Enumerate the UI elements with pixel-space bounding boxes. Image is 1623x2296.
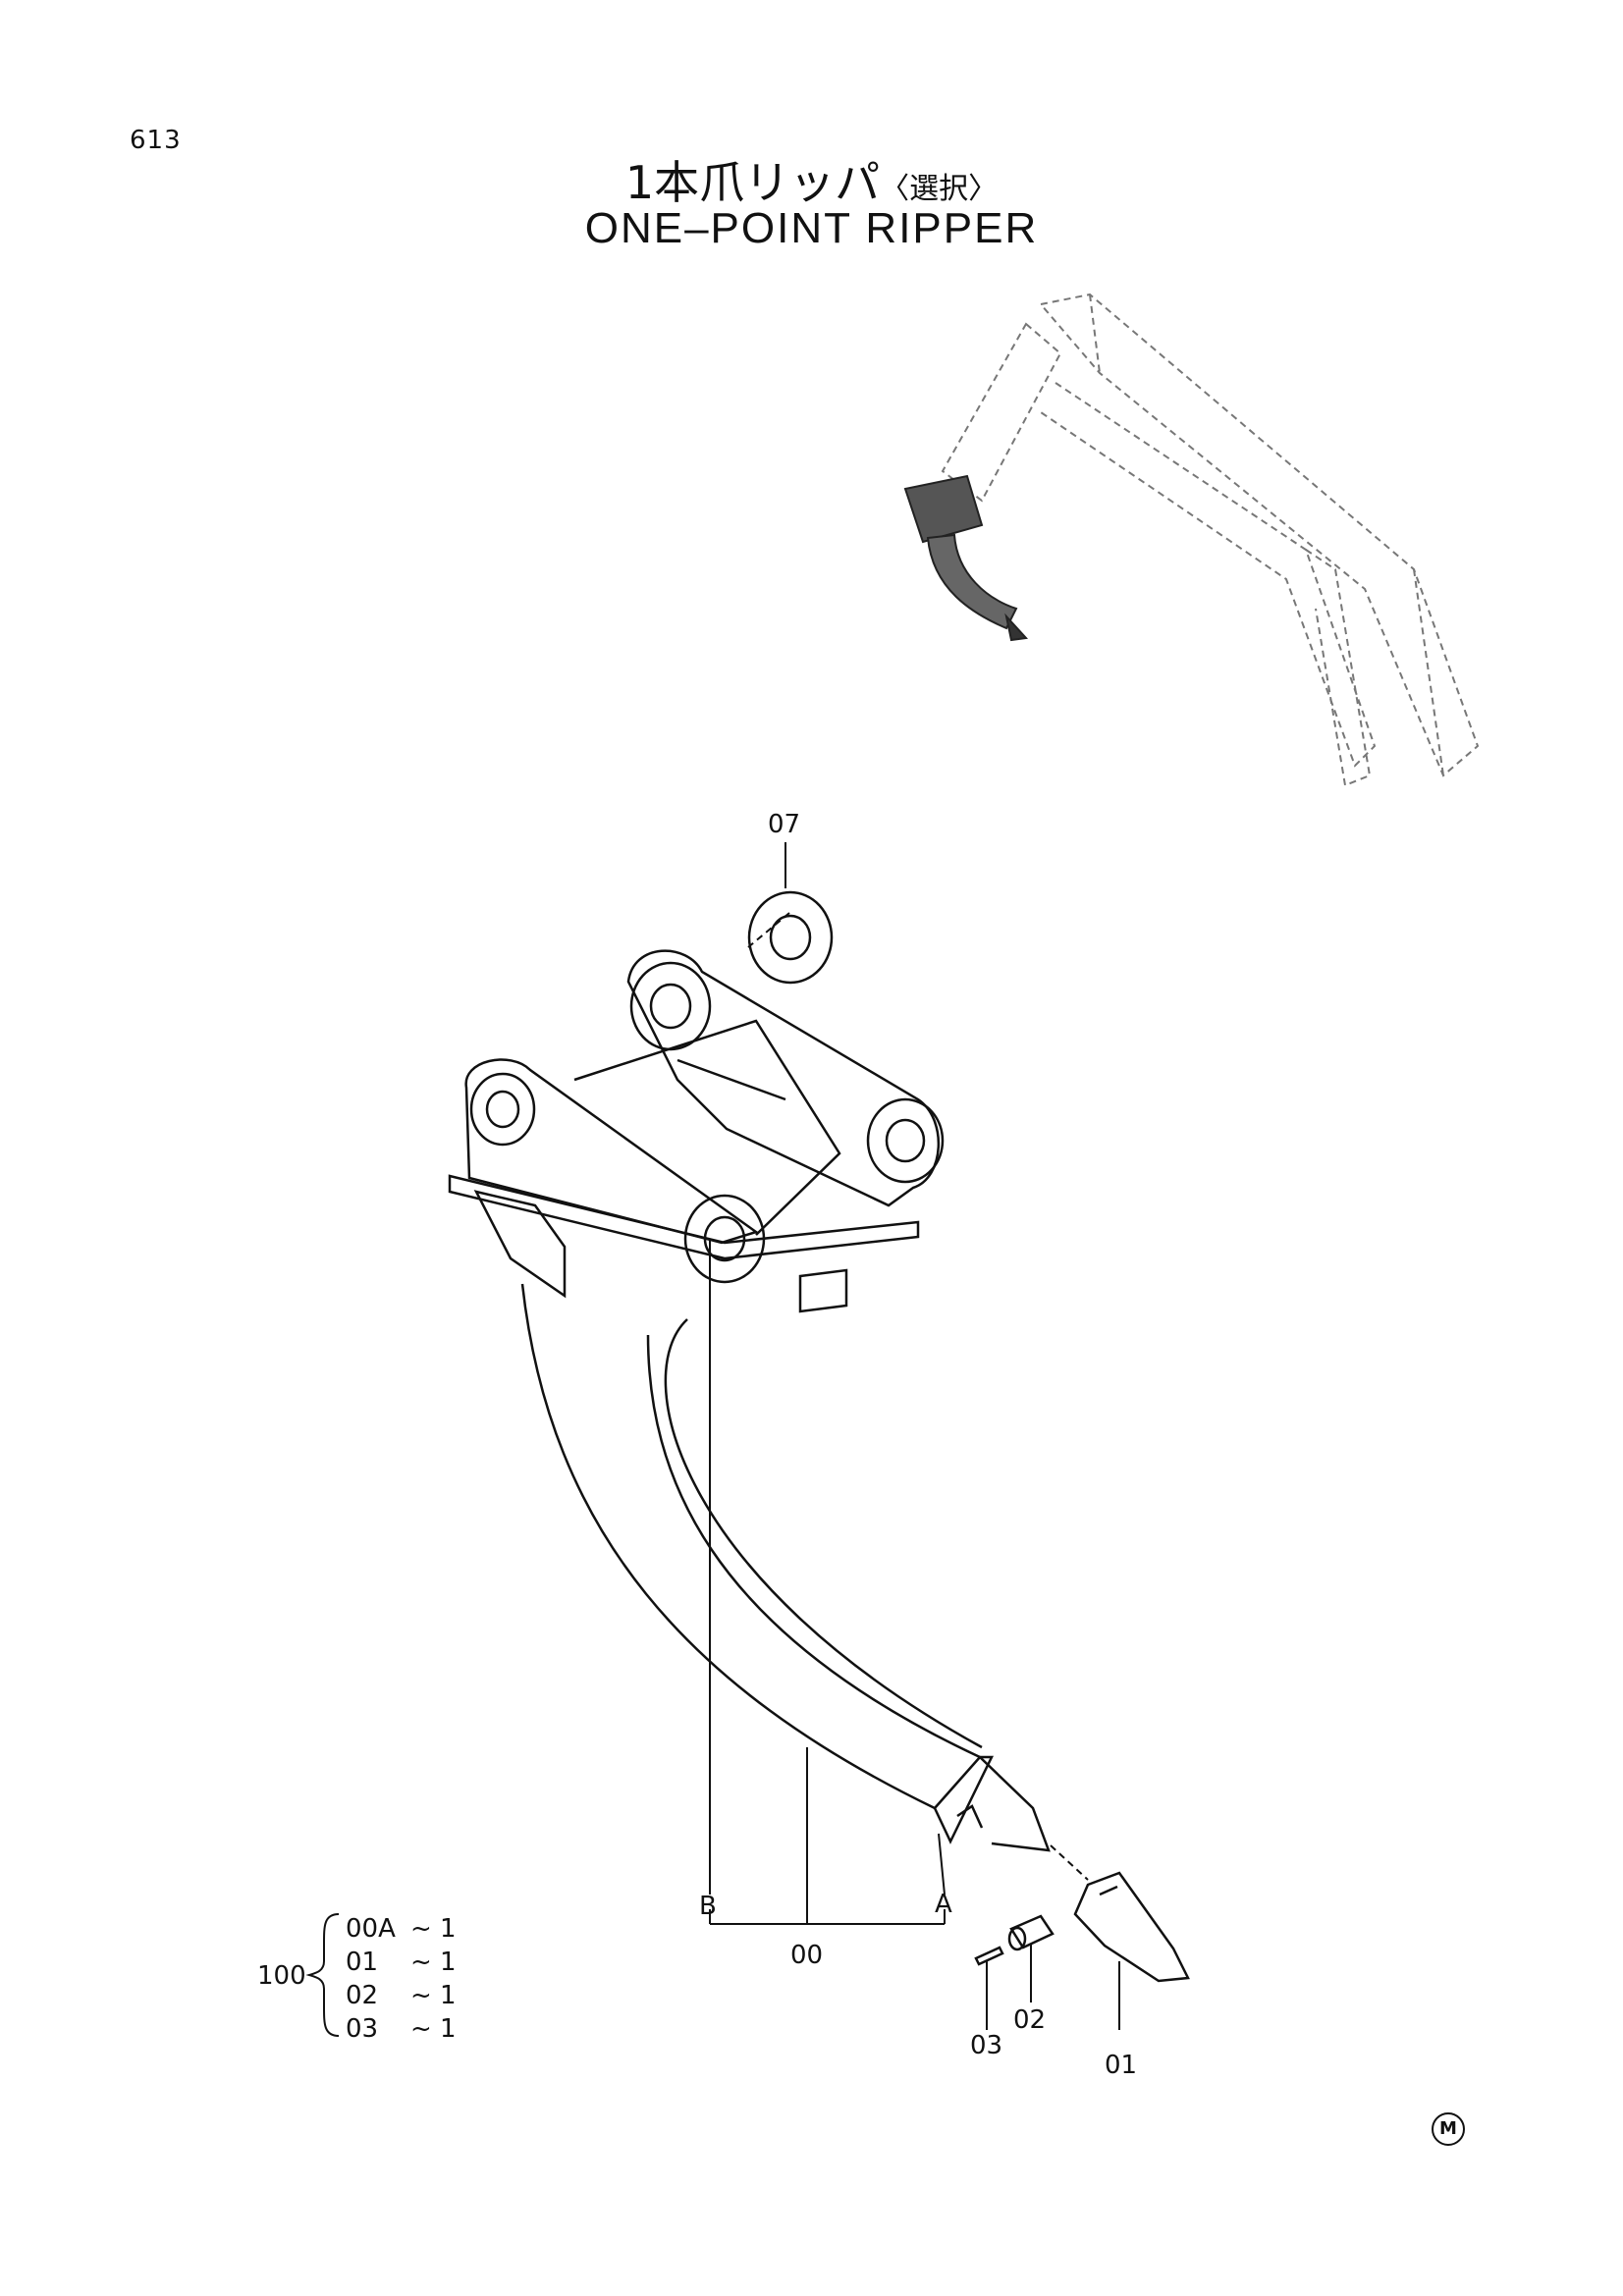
callout-03: 03 [970, 2031, 1002, 2060]
set-tilde: ~ [410, 2014, 432, 2044]
set-row: 01 ~1 [346, 1946, 457, 1979]
set-row: 03 ~1 [346, 2012, 457, 2046]
set-row: 00A ~1 [346, 1912, 457, 1946]
set-part: 02 [346, 1981, 379, 2010]
title-jp-note: 〈選択〉 [880, 172, 999, 206]
callout-ref-b: B [699, 1892, 717, 1921]
set-brace [305, 1913, 340, 2037]
washer-07 [747, 890, 834, 985]
arm-location-inset [941, 293, 1480, 787]
title-english: ONE–POINT RIPPER [584, 204, 1039, 252]
set-tilde: ~ [410, 1914, 432, 1944]
set-qty: 1 [440, 1981, 457, 2010]
corner-mark-m: M [1432, 2112, 1465, 2146]
tooth-01 [1073, 1871, 1190, 1983]
callout-ref-a: A [935, 1890, 952, 1919]
callout-01: 01 [1105, 2051, 1137, 2080]
set-row: 02 ~1 [346, 1979, 457, 2012]
set-tilde: ~ [410, 1948, 432, 1977]
callout-02: 02 [1013, 2005, 1046, 2035]
pin-02 [1007, 1914, 1055, 1951]
title-jp-text: 1本爪リッパ [624, 156, 881, 209]
set-qty: 1 [440, 1914, 457, 1944]
inset-ripper-highlight [903, 474, 1029, 642]
set-contents: 00A ~1 01 ~1 02 ~1 03 ~1 [346, 1912, 457, 2046]
set-qty: 1 [440, 2014, 457, 2044]
callout-00: 00 [790, 1941, 823, 1970]
ripper-main-drawing [448, 949, 1051, 1852]
set-part: 03 [346, 2014, 379, 2044]
set-qty: 1 [440, 1948, 457, 1977]
set-tilde: ~ [410, 1981, 432, 2010]
set-part: 00A [346, 1914, 396, 1944]
lock-pin-03 [974, 1946, 1004, 1966]
leader-lines [709, 842, 1120, 2030]
callout-07: 07 [768, 810, 800, 839]
set-part: 01 [346, 1948, 379, 1977]
page-number: 613 [130, 126, 182, 155]
title-japanese: 1本爪リッパ〈選択〉 [0, 147, 1623, 212]
set-number: 100 [257, 1961, 306, 1991]
